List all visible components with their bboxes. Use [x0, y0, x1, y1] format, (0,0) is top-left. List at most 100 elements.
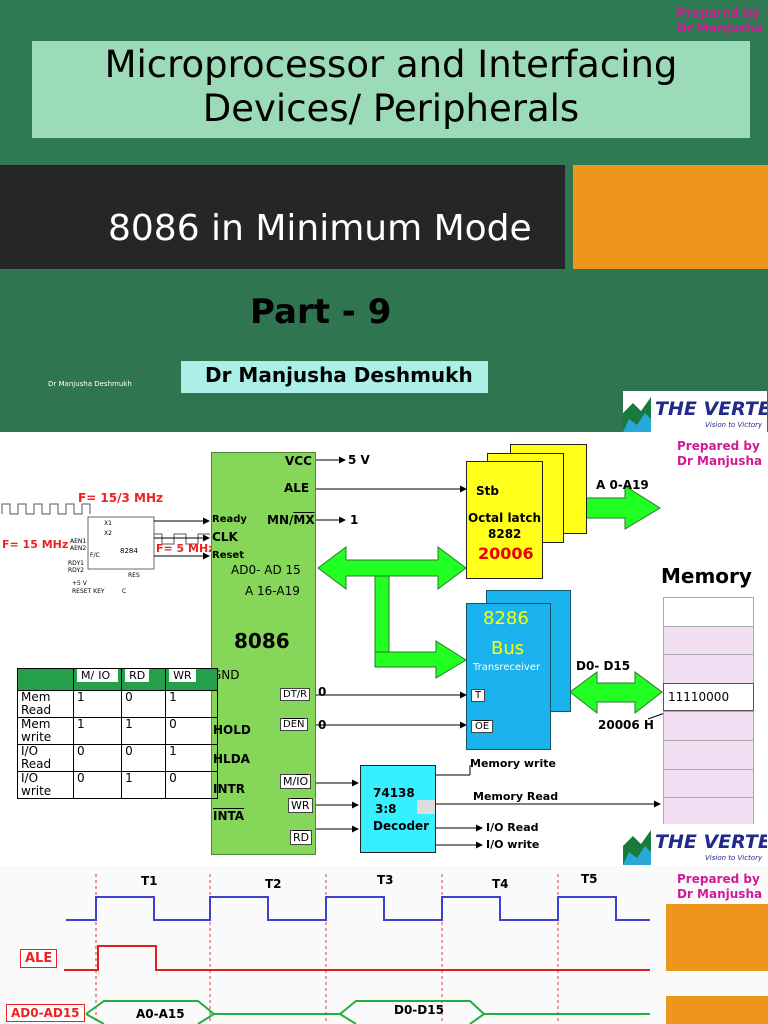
connection-lines — [1, 456, 691, 849]
overline-part: IO — [296, 775, 309, 788]
bus-down-arrow — [374, 640, 467, 679]
vertex-logo: THE VERTEX Vision to Victory — [623, 824, 768, 865]
memory-value: 11110000 — [668, 689, 730, 704]
pin-mnmx-text: MN/MX — [267, 513, 315, 527]
orange-accent — [666, 904, 768, 971]
logo-text: THE VERTEX — [655, 398, 767, 420]
author-box: Dr Manjusha Deshmukh — [181, 361, 488, 393]
pin-mnmx: MN/MX — [267, 513, 315, 527]
pin-den: DEN — [280, 718, 308, 731]
pin-gnd: GND — [212, 668, 240, 682]
ale-signal — [64, 945, 650, 971]
pin-hlda: HLDA — [213, 752, 250, 766]
orange-accent — [666, 996, 768, 1024]
latch-name: Octal latch — [468, 511, 542, 525]
latch-8282: Stb Octal latch 8282 20006 — [466, 461, 543, 579]
signal-memory-read: Memory Read — [473, 790, 559, 803]
pin-hold: HOLD — [213, 723, 251, 737]
header-rd: RD — [125, 669, 150, 682]
mnmx-value: 1 — [350, 513, 359, 527]
header-empty — [21, 669, 29, 682]
clock-signal — [66, 896, 650, 921]
title-slide: Prepared by Dr Manjusha Microprocessor a… — [0, 0, 768, 432]
cpu-label: 8086 — [234, 629, 290, 653]
minimum-mode-diagram: Prepared by Dr Manjusha F= 15/3 MHz F= 1… — [0, 432, 768, 866]
ad-bus-label: AD0-AD15 — [6, 1004, 85, 1022]
prepared-by-line1: Prepared by — [677, 872, 760, 886]
transceiver-t: T — [471, 689, 486, 702]
ad-bus-arrow — [317, 546, 467, 590]
logo-tagline: Vision to Victory — [705, 854, 763, 862]
orange-accent — [573, 165, 768, 269]
title-box: Microprocessor and Interfacing Devices/ … — [32, 41, 750, 138]
latch-chip: 8282 — [488, 527, 522, 541]
pin-reset: Reset — [212, 550, 244, 561]
state-t1: T1 — [141, 874, 158, 888]
vertex-logo-icon: THE VERTEX Vision to Victory — [623, 397, 768, 432]
data-segment: D0-D15 — [394, 1003, 444, 1017]
footer-author: Dr Manjusha Deshmukh — [48, 380, 132, 388]
decoder-74138: 74138 3:8 Decoder — [360, 765, 436, 853]
pin-vcc: VCC — [285, 454, 312, 468]
address-segment: A0-A15 — [136, 1007, 185, 1021]
pin-clk: CLK — [212, 530, 238, 544]
logo-tagline: Vision to Victory — [705, 421, 763, 429]
state-t3: T3 — [377, 873, 394, 887]
clock-pin-aen2: AEN2 — [70, 545, 87, 552]
timing-diagram: T1 T2 T3 T4 T5 ALE AD0-AD15 A0-A15 D0-D1… — [0, 866, 768, 1024]
table-header: RD — [121, 668, 167, 691]
signal-io-read: I/O Read — [486, 821, 539, 834]
clock-pin-rdy1: RDY1 — [68, 560, 84, 567]
state-t5: T5 — [581, 872, 598, 886]
pin-ready: Ready — [212, 514, 247, 525]
clock-frequency: F= 15/3 MHz — [78, 491, 164, 505]
state-t4: T4 — [492, 877, 509, 891]
latch-value: 20006 — [478, 544, 534, 563]
pin-ad: AD0- AD 15 — [231, 563, 301, 577]
dtr-value: 0 — [318, 685, 327, 699]
prepared-by: Prepared by Dr Manjusha — [677, 439, 762, 469]
clock-pin-rdy2: RDY2 — [68, 567, 84, 574]
decoder-type: 3:8 — [375, 802, 397, 816]
address-bus-label: A 0-A19 — [596, 478, 649, 492]
output-frequency: F= 5 MHz — [156, 542, 215, 555]
clock-pin-reset-key: RESET KEY — [72, 588, 105, 595]
pin-mio: M/IO — [280, 774, 312, 789]
vertex-logo: THE VERTEX Vision to Victory — [623, 391, 768, 432]
clock-pin-fc: F/C — [90, 552, 100, 559]
den-value: 0 — [318, 718, 327, 732]
table-header — [17, 668, 74, 691]
clock-pin-x1: X1 — [104, 520, 112, 527]
transceiver-chip: 8286 — [483, 608, 529, 629]
clock-pin-5v: +5 V — [72, 580, 87, 587]
decoder-chip: 74138 — [373, 786, 415, 800]
logo-text: THE VERTEX — [655, 831, 767, 853]
pin-rd: RD — [290, 830, 313, 845]
clock-pin-aen1: AEN1 — [70, 538, 87, 545]
pin-dtr: DT/R — [280, 688, 311, 701]
title-line2: Devices/ Peripherals — [202, 87, 580, 130]
prepared-by: Prepared by Dr Manjusha — [677, 6, 762, 36]
table-header: M/IO — [72, 668, 123, 691]
pin-ale: ALE — [284, 481, 310, 495]
header-mio: M/IO — [77, 669, 119, 682]
vertex-logo-icon: THE VERTEX Vision to Victory — [623, 830, 768, 865]
crystal-frequency: F= 15 MHz — [2, 538, 69, 551]
pin-wr: WR — [288, 798, 313, 813]
data-bus-arrow — [569, 671, 663, 715]
ale-label: ALE — [20, 949, 58, 968]
address-bus-arrow — [585, 485, 661, 530]
state-t2: T2 — [265, 877, 282, 891]
prepared-by-line2: Dr Manjusha — [677, 21, 763, 35]
memory-title: Memory — [661, 564, 752, 588]
decoder-name: Decoder — [373, 819, 430, 833]
title-line1: Microprocessor and Interfacing — [104, 43, 678, 86]
prepared-by-line2: Dr Manjusha — [677, 887, 763, 901]
timing-waveforms — [64, 874, 650, 1024]
clock-pin-x2: X2 — [104, 530, 112, 537]
transceiver-8286: 8286 Bus Transreceiver T OE — [466, 603, 551, 750]
